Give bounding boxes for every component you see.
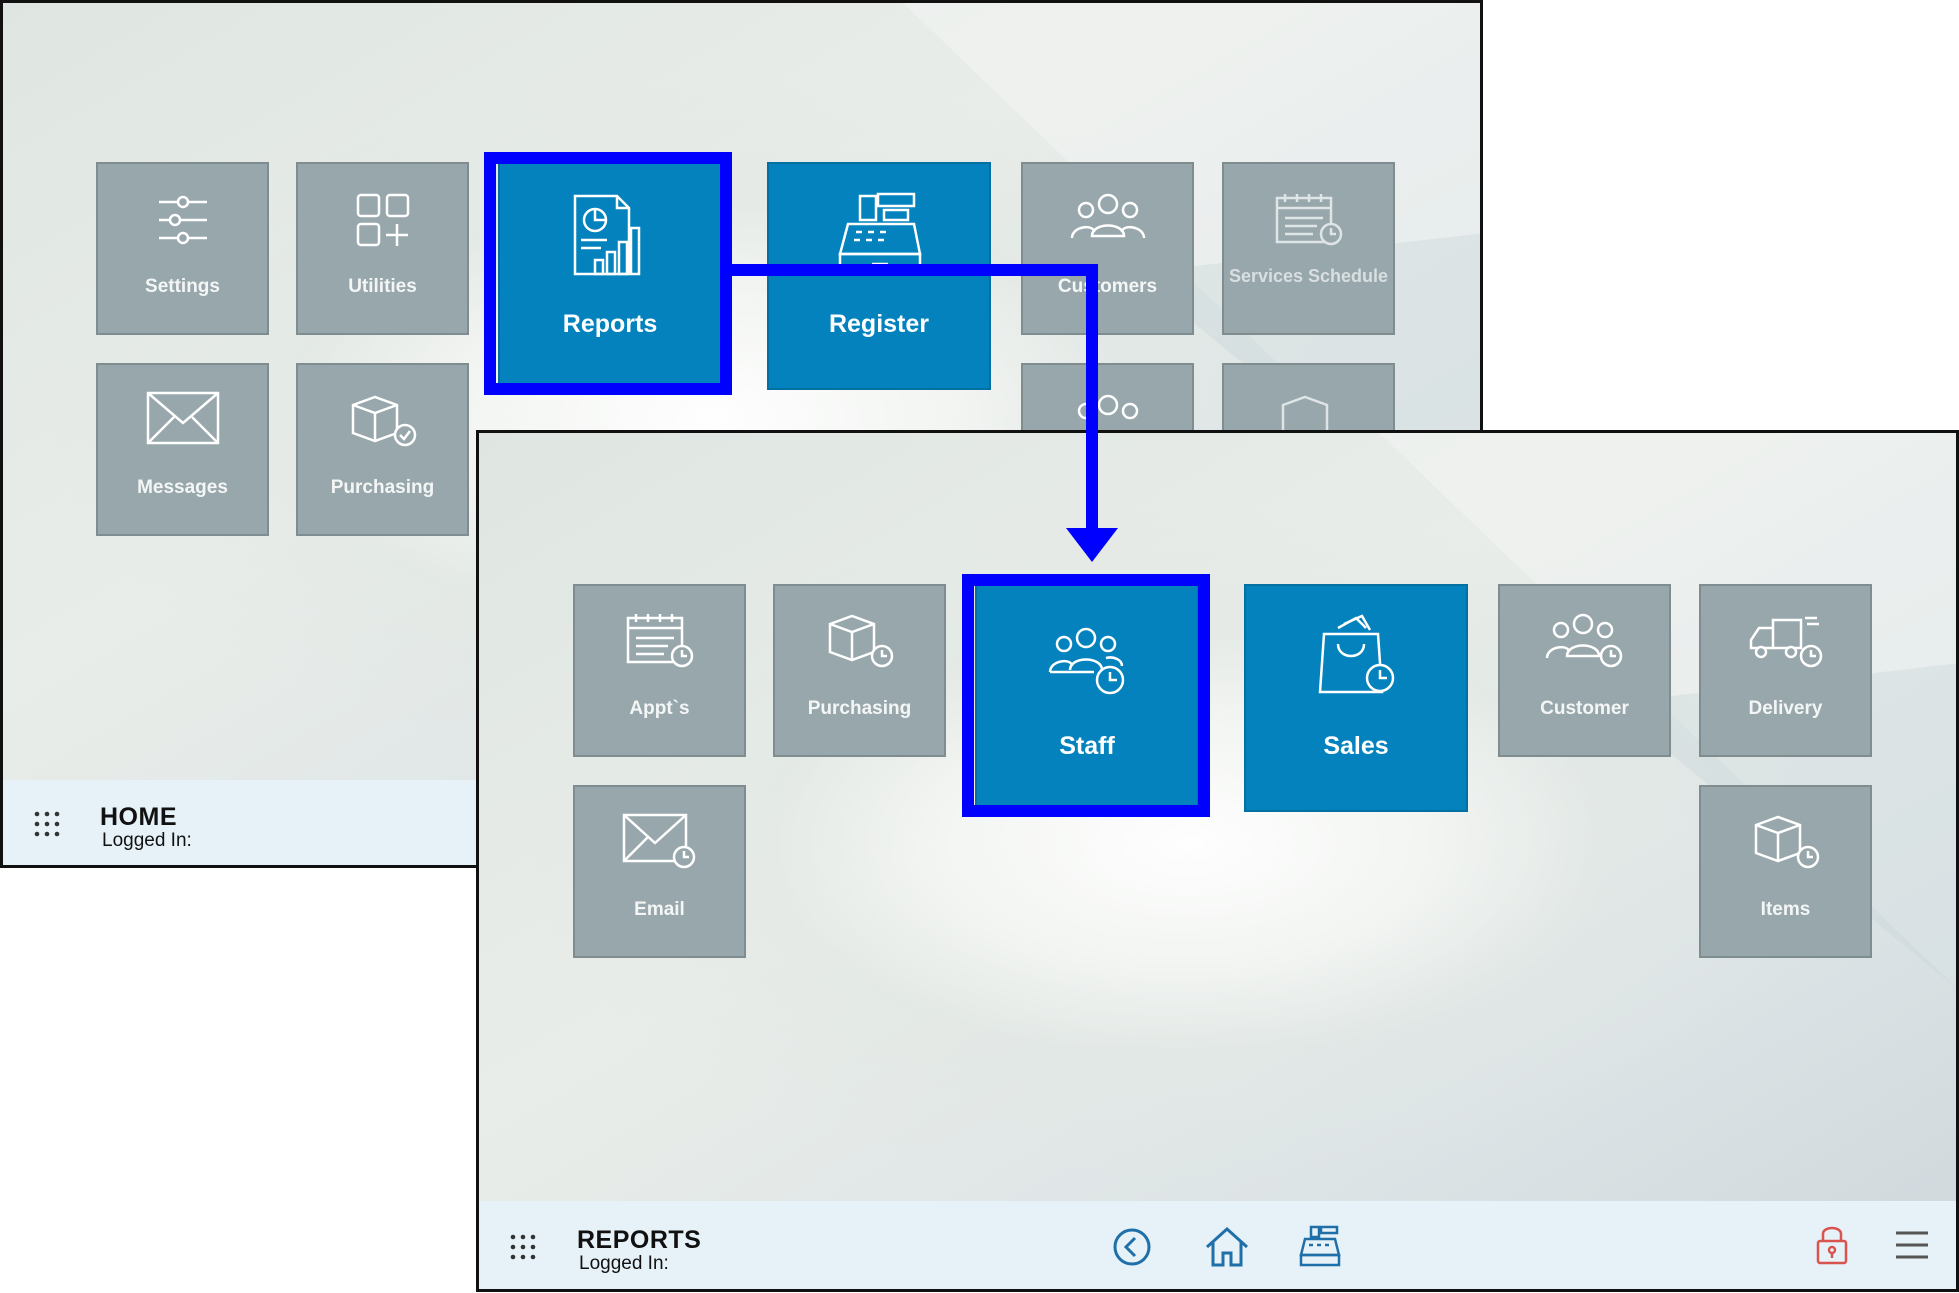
customers-tile[interactable]: Customers [1021, 162, 1194, 335]
tile-label: Purchasing [807, 698, 912, 719]
apps-grid-icon[interactable] [509, 1233, 537, 1266]
tile-label: Appt`s [629, 698, 690, 719]
apps-plus-icon [298, 192, 467, 248]
tile-label: Delivery [1748, 698, 1823, 719]
tile-label: Customer [1540, 698, 1629, 719]
tile-label: Email [634, 899, 685, 920]
staff-clock-icon [977, 626, 1197, 696]
calendar-clock-icon [1224, 192, 1393, 248]
tile-label: Purchasing [330, 477, 435, 498]
reports-tile[interactable]: Reports [498, 162, 722, 390]
tile-label: Utilities [348, 276, 417, 297]
customer-tile[interactable]: Customer [1498, 584, 1671, 757]
email-tile[interactable]: Email [573, 785, 746, 958]
logged-in-label: Logged In: [579, 1253, 669, 1274]
box-check-icon [298, 393, 467, 449]
sliders-icon [98, 192, 267, 248]
tile-label: Items [1760, 899, 1811, 920]
page-title: HOME [100, 803, 177, 831]
people-group-icon [1023, 192, 1192, 248]
tile-label: Staff [1059, 732, 1115, 760]
tile-label: Settings [145, 276, 220, 297]
box-clock-icon [775, 612, 944, 670]
apps-grid-icon[interactable] [33, 810, 61, 843]
reports-bottom-bar: REPORTS Logged In: [479, 1201, 1956, 1289]
services-schedule-tile[interactable]: Services Schedule [1222, 162, 1395, 335]
purchasing-tile[interactable]: Purchasing [296, 363, 469, 536]
menu-icon[interactable] [1894, 1229, 1930, 1266]
truck-clock-icon [1701, 612, 1870, 670]
reports-screen: Appt`s Purchasing Staff [476, 430, 1959, 1292]
tile-label: Register [828, 310, 930, 338]
sales-tile[interactable]: Sales [1244, 584, 1468, 812]
box-clock-icon [1701, 813, 1870, 871]
tile-label: Reports [562, 310, 658, 338]
tile-label: Sales [1323, 732, 1389, 760]
register-tile[interactable]: Register [767, 162, 991, 390]
back-icon[interactable] [1112, 1227, 1152, 1272]
delivery-tile[interactable]: Delivery [1699, 584, 1872, 757]
tile-label: Customers [1057, 276, 1158, 297]
shopping-bag-clock-icon [1246, 614, 1466, 698]
report-chart-icon [500, 194, 720, 276]
lock-icon[interactable] [1815, 1223, 1849, 1272]
home-icon[interactable] [1204, 1225, 1250, 1274]
envelope-clock-icon [575, 813, 744, 871]
people-clock-icon [1500, 612, 1669, 670]
register-icon[interactable] [1299, 1225, 1341, 1274]
items-tile[interactable]: Items [1699, 785, 1872, 958]
page-title: REPORTS [577, 1226, 702, 1254]
calendar-clock-icon [575, 612, 744, 670]
staff-tile[interactable]: Staff [975, 584, 1199, 812]
purchasing-tile[interactable]: Purchasing [773, 584, 946, 757]
tile-label: Messages [137, 477, 228, 498]
utilities-tile[interactable]: Utilities [296, 162, 469, 335]
cash-register-icon [769, 192, 989, 276]
logged-in-label: Logged In: [102, 830, 192, 851]
appts-tile[interactable]: Appt`s [573, 584, 746, 757]
settings-tile[interactable]: Settings [96, 162, 269, 335]
tile-label: Services Schedule [1228, 266, 1389, 286]
envelope-icon [98, 391, 267, 447]
messages-tile[interactable]: Messages [96, 363, 269, 536]
